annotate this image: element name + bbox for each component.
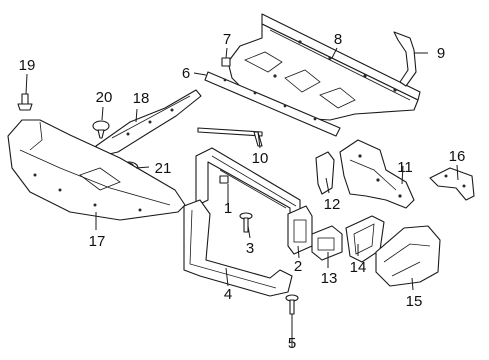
part-duct-14 [345, 215, 385, 263]
callout-19: 19 [19, 57, 36, 74]
part-bolt-5 [285, 294, 299, 315]
part-deflector-18 [95, 89, 202, 157]
part-screw-19 [17, 93, 33, 111]
part-duct-2 [287, 205, 313, 255]
callout-1: 1 [224, 200, 232, 217]
part-upper-support-cover [227, 13, 421, 121]
callout-20: 20 [96, 89, 113, 106]
callout-14: 14 [350, 259, 367, 276]
part-arm-bracket-16 [429, 167, 475, 201]
part-push-clip-20 [92, 120, 110, 139]
callout-3: 3 [246, 240, 254, 257]
callout-10: 10 [252, 150, 269, 167]
part-duct-13 [311, 225, 343, 261]
part-bolt-3 [239, 212, 253, 233]
callout-18: 18 [133, 90, 150, 107]
callout-12: 12 [324, 196, 341, 213]
callout-5: 5 [288, 335, 296, 352]
callout-7: 7 [223, 31, 231, 48]
callout-15: 15 [406, 293, 423, 310]
callout-6: 6 [182, 65, 190, 82]
callout-9: 9 [437, 45, 445, 62]
callout-17: 17 [89, 233, 106, 250]
part-side-bracket-11 [339, 139, 415, 209]
part-clip-7 [221, 57, 231, 67]
callout-8: 8 [334, 31, 342, 48]
callout-16: 16 [449, 148, 466, 165]
callout-13: 13 [321, 270, 338, 287]
callout-21: 21 [155, 160, 172, 177]
leader-lines [25, 47, 459, 348]
part-lower-frame-4 [183, 199, 293, 297]
part-support-rod-10 [197, 127, 263, 147]
part-upper-crossmember [204, 71, 341, 137]
callout-2: 2 [294, 258, 302, 275]
callout-4: 4 [224, 286, 232, 303]
part-skid-plate-17 [7, 119, 186, 221]
callouts: 7 8 9 6 20 18 19 10 21 11 16 12 1 3 2 17… [19, 31, 466, 352]
part-bracket-12 [315, 151, 335, 195]
callout-11: 11 [397, 159, 413, 176]
part-air-duct-15 [375, 225, 441, 287]
part-bracket-9 [393, 31, 417, 87]
